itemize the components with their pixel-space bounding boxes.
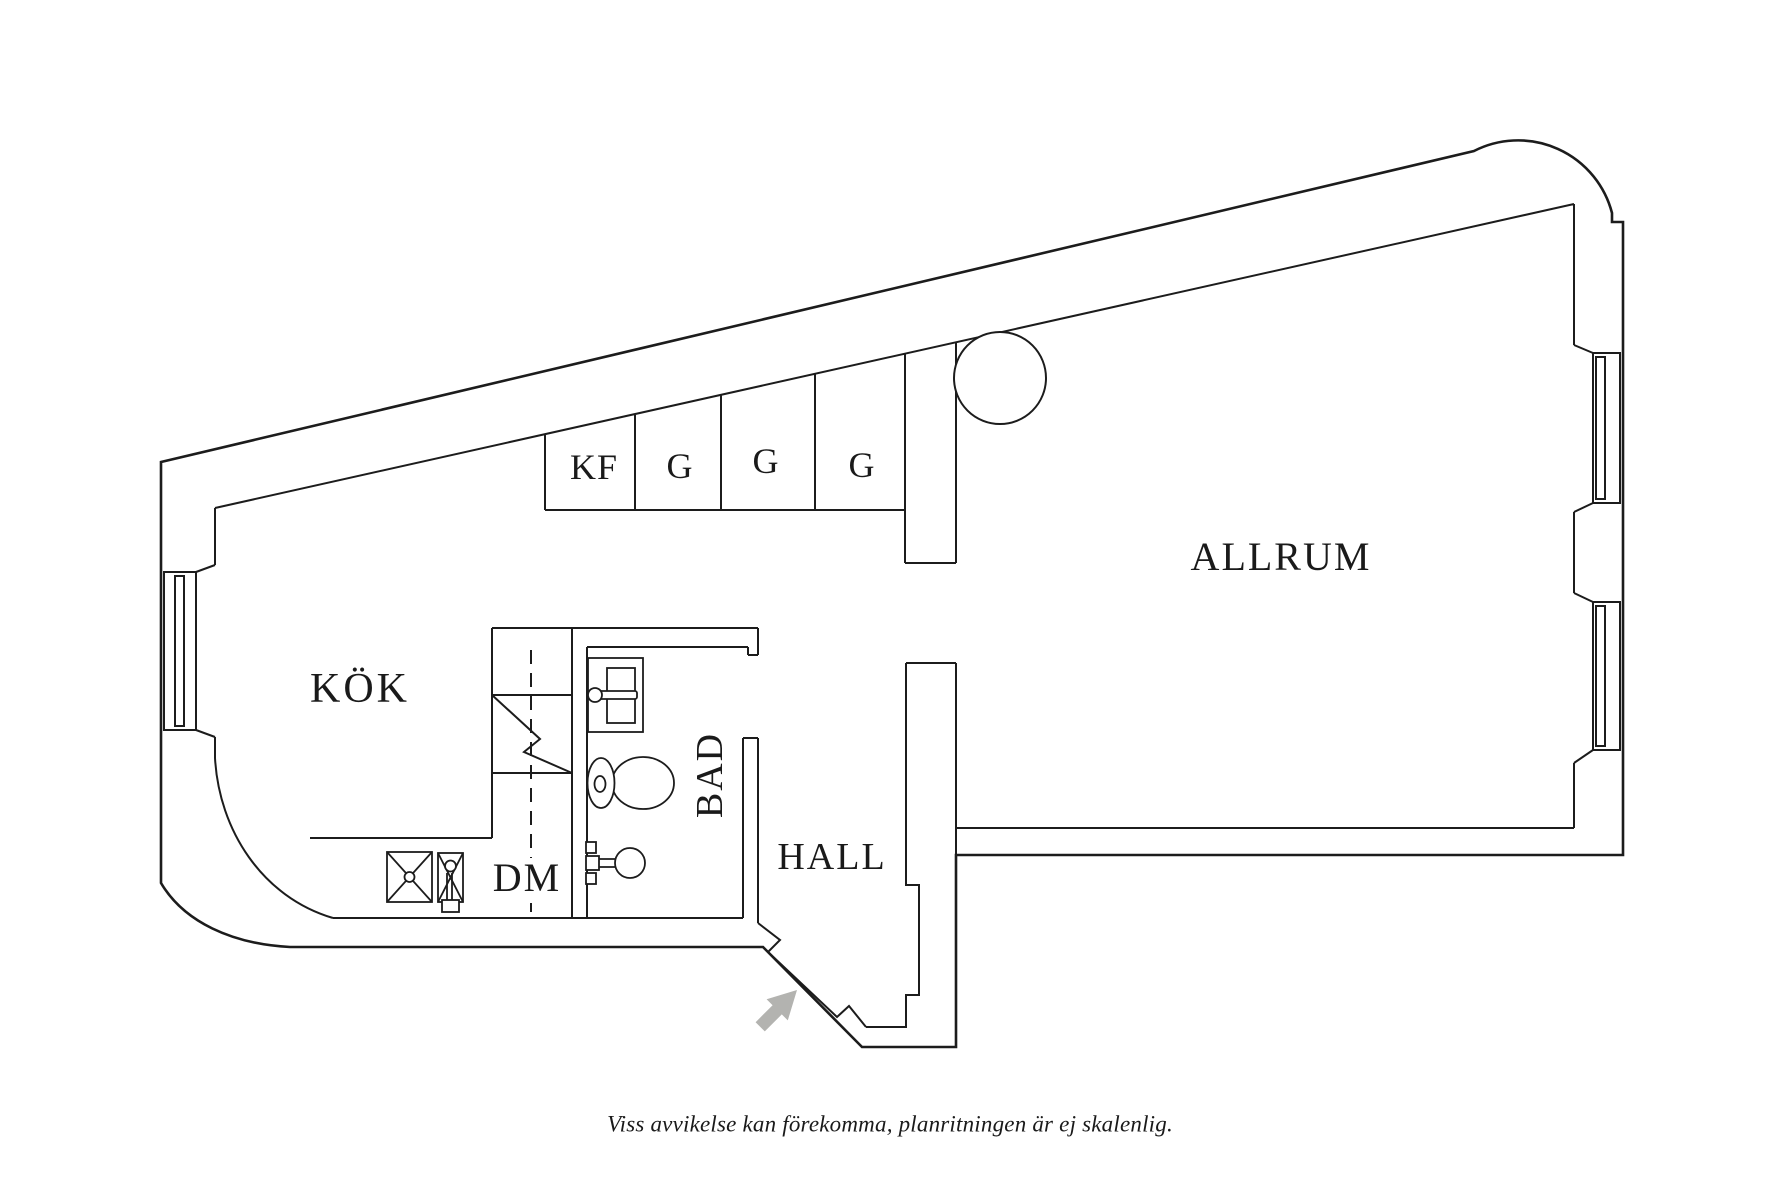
bath-sink-icon	[587, 657, 644, 733]
room-label-dm: DM	[489, 858, 565, 898]
closet-label-kf: KF	[569, 447, 619, 487]
stove-icon	[386, 851, 433, 903]
closet-label-g3: G	[848, 445, 876, 485]
wash-basin-icon	[585, 841, 646, 885]
window-left-icon	[163, 564, 216, 738]
closet-label-g1: G	[666, 446, 694, 486]
room-label-kok: KÖK	[310, 666, 410, 712]
room-label-allrum: ALLRUM	[1190, 534, 1372, 579]
window-right-lower-icon	[1573, 592, 1621, 764]
entrance-arrow-icon	[755, 990, 797, 1032]
kitchen-sink-icon	[437, 852, 464, 913]
room-label-bad: BAD	[689, 731, 731, 819]
toilet-icon	[586, 756, 675, 810]
inner-wall-lines	[214, 203, 1575, 1028]
closet-label-g2: G	[752, 441, 780, 481]
outer-wall-path	[159, 139, 1625, 1049]
room-label-hall: HALL	[777, 836, 887, 878]
disclaimer-caption: Viss avvikelse kan förekomma, planritnin…	[607, 1111, 1173, 1137]
window-right-upper-icon	[1573, 344, 1621, 513]
round-column-icon	[953, 331, 1047, 425]
